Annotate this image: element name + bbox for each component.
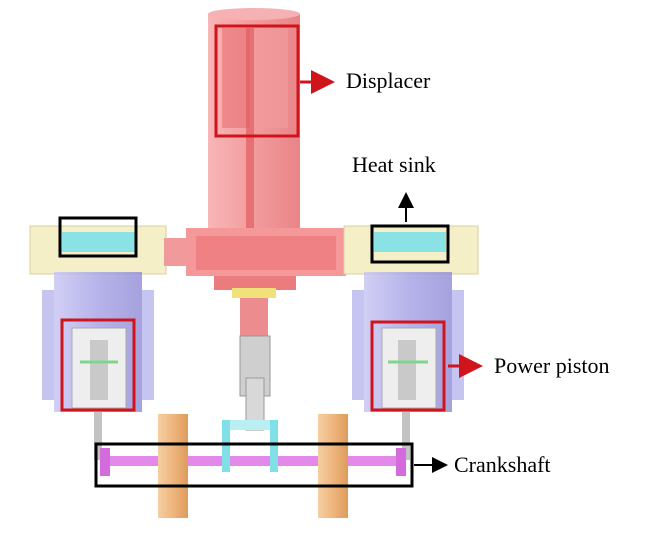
right-flywheel <box>318 414 348 518</box>
power-piston-label: Power piston <box>494 353 610 378</box>
left-transfer-tube <box>164 238 188 266</box>
displacer-label: Displacer <box>346 68 431 93</box>
heat-sink-label: Heat sink <box>352 152 436 177</box>
displacer-cylinder <box>208 8 300 288</box>
left-heat-sink-highlight-box <box>58 216 138 258</box>
crankshaft-label: Crankshaft <box>454 452 551 477</box>
right-power-piston-highlight-box <box>370 320 446 412</box>
left-power-piston-highlight-box <box>60 318 136 412</box>
crankshaft-assembly <box>100 420 406 476</box>
left-flywheel <box>158 414 188 518</box>
right-cylinder-assembly <box>343 225 479 460</box>
left-cylinder-assembly <box>29 225 167 460</box>
right-heat-sink-highlight-box <box>370 224 450 264</box>
crankshaft-highlight-box <box>94 442 414 488</box>
displacer-highlight-box <box>214 24 300 138</box>
center-connecting-rod <box>239 335 271 431</box>
displacer-base-ring <box>186 228 346 338</box>
